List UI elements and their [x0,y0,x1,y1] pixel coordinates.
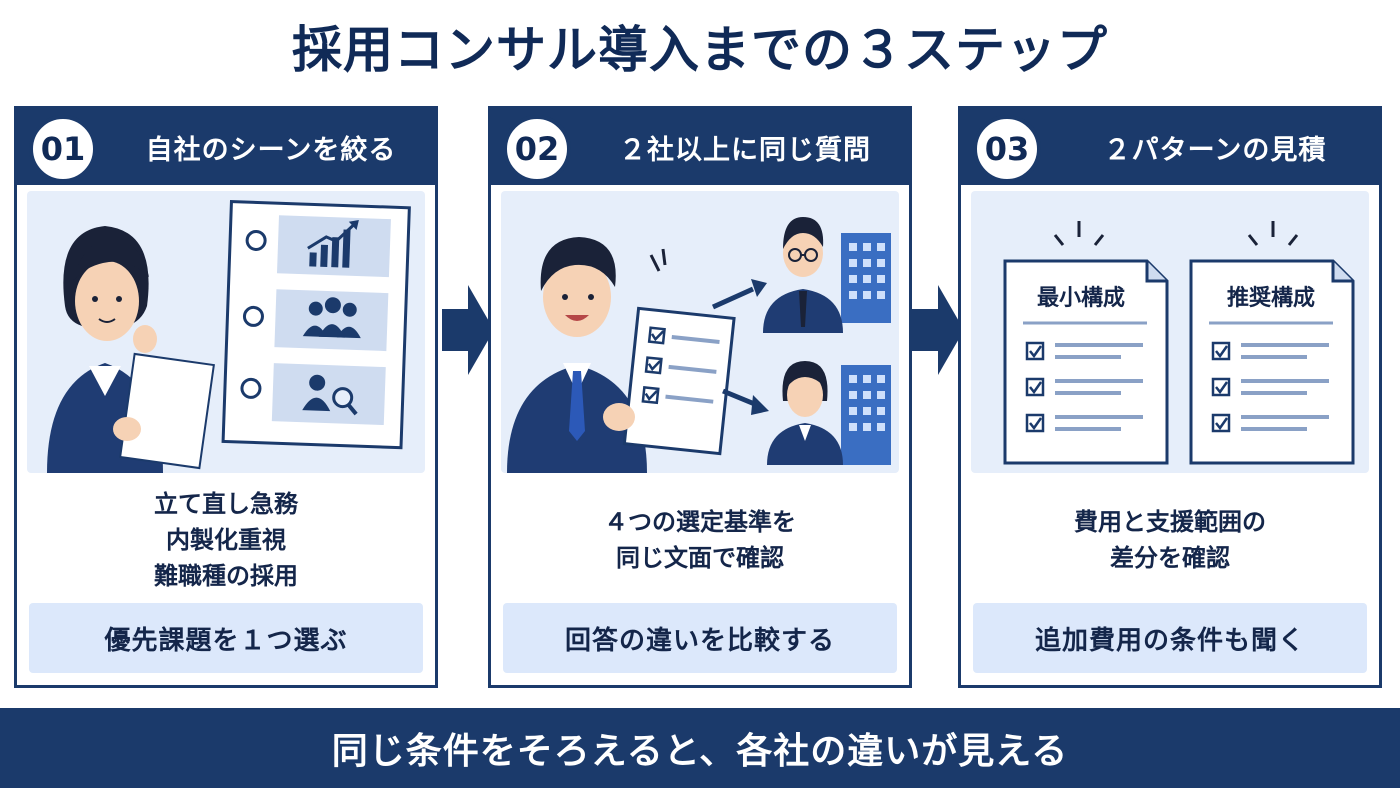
person-search-icon [302,374,358,416]
step-action: 優先課題を１つ選ぶ [29,603,423,673]
chart-growth-icon [307,220,359,268]
estimate-document-minimal: 最小構成 [1003,259,1169,465]
page-title: 採用コンサル導入までの３ステップ [292,21,1108,79]
step-title: 自社のシーンを絞る [145,134,397,166]
step-number: 02 [503,115,571,183]
step-action: 回答の違いを比較する [503,603,897,673]
desc-line: 難職種の採用 [154,562,298,590]
step-card-3: 03 ２パターンの見積 最小構成 [958,106,1382,688]
woman-checklist-illustration [47,200,411,473]
building-icon [841,365,891,465]
two-estimates-illustration: 最小構成 推奨構成 [1003,221,1355,465]
footer-banner: 同じ条件をそろえると、各社の違いが見える [0,708,1400,788]
desc-line: 内製化重視 [166,526,286,554]
estimate-document-recommended: 推奨構成 [1189,259,1355,465]
step-card-1: 01 自社のシーンを絞る [14,106,438,688]
checklist-sheet [622,306,736,456]
desc-line: 差分を確認 [1110,544,1230,572]
desc-line: ４つの選定基準を [604,508,796,536]
step-number: 03 [973,115,1041,183]
step-description: 費用と支援範囲の 差分を確認 [971,481,1369,599]
step-title: ２パターンの見積 [1103,134,1327,166]
arrow-to-company-1 [711,279,767,310]
businessman-questions-illustration [507,217,891,473]
step-title: ２社以上に同じ質問 [619,134,871,166]
step-header: 02 ２社以上に同じ質問 [491,109,909,185]
businesswoman-figure [47,226,215,473]
right-arrow-icon [912,285,964,375]
desc-line: 費用と支援範囲の [1074,508,1266,536]
building-icon [841,233,891,323]
step-header: 03 ２パターンの見積 [961,109,1379,185]
doc-title: 最小構成 [1037,285,1125,311]
businessman-figure [507,237,647,473]
step-card-2: 02 ２社以上に同じ質問 [488,106,912,688]
doc-title: 推奨構成 [1227,285,1315,311]
female-consultant-figure [767,361,843,465]
people-group-icon [302,297,361,339]
desc-line: 立て直し急務 [154,490,298,518]
step-number: 01 [29,115,97,183]
step-description: 立て直し急務 内製化重視 難職種の採用 [27,481,425,599]
step-header: 01 自社のシーンを絞る [17,109,435,185]
right-arrow-icon [442,285,494,375]
step-description: ４つの選定基準を 同じ文面で確認 [501,481,899,599]
step-illustration: 最小構成 推奨構成 [971,191,1369,473]
male-consultant-figure [763,217,843,333]
arrow-to-company-2 [722,388,769,415]
desc-line: 同じ文面で確認 [616,544,784,572]
step-action: 追加費用の条件も聞く [973,603,1367,673]
step-illustration [27,191,425,473]
step-illustration [501,191,899,473]
